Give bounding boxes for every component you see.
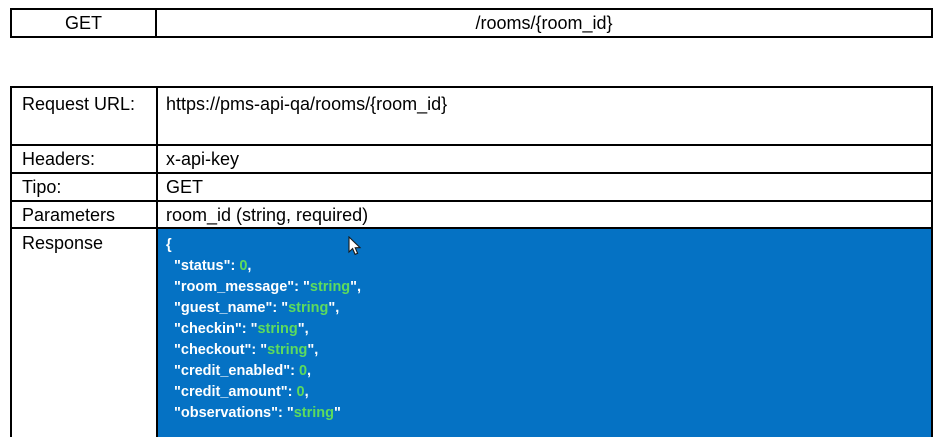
response-label: Response (12, 229, 158, 437)
json-quote: " (297, 321, 305, 337)
json-value: string (267, 342, 308, 358)
parameters-value: room_id (string, required) (158, 202, 931, 227)
tipo-label: Tipo: (12, 174, 158, 200)
json-line: "checkout": "string", (166, 340, 931, 361)
json-value: string (309, 279, 351, 295)
tipo-value: GET (158, 174, 931, 200)
json-key: "status": (174, 258, 240, 274)
json-line: "room_message": "string", (166, 277, 931, 298)
response-json-block[interactable]: {"status": 0,"room_message": "string","g… (158, 229, 931, 437)
table-row: Request URL: https://pms-api-qa/rooms/{r… (12, 88, 931, 146)
json-line: "credit_amount": 0, (166, 382, 931, 403)
json-line: "status": 0, (166, 256, 931, 277)
json-quote: " (260, 342, 268, 358)
json-quote: " (303, 279, 310, 295)
json-key: "checkin": (174, 321, 251, 337)
json-value: 0 (239, 258, 248, 274)
json-comma: , (304, 384, 309, 400)
request-url-label: Request URL: (12, 88, 158, 144)
endpoint-path-cell: /rooms/{room_id} (475, 13, 613, 33)
json-comma: , (314, 342, 319, 358)
json-key: "room_message": (174, 279, 303, 295)
json-value: string (288, 300, 329, 316)
json-quote: " (350, 279, 358, 295)
json-line: "observations": "string" (166, 403, 931, 424)
json-key: "checkout": (174, 342, 261, 358)
table-row: Headers: x-api-key (12, 146, 931, 174)
parameters-label: Parameters (12, 202, 158, 227)
json-line: "checkin": "string", (166, 319, 931, 340)
headers-label: Headers: (12, 146, 158, 172)
json-value: string (257, 321, 298, 337)
json-quote: " (250, 321, 258, 337)
json-quote: " (328, 300, 336, 316)
json-key: "credit_enabled": (174, 363, 299, 379)
json-line: "credit_enabled": 0, (166, 361, 931, 382)
json-value: 0 (298, 363, 308, 379)
json-quote: " (286, 405, 294, 421)
json-quote: " (281, 300, 289, 316)
json-value: string (293, 405, 335, 421)
table-row: Response {"status": 0,"room_message": "s… (12, 229, 931, 437)
json-comma: , (307, 363, 312, 379)
json-key: "credit_amount": (174, 384, 297, 400)
json-comma: , (247, 258, 252, 274)
json-line: { (166, 237, 172, 253)
json-quote: " (307, 342, 315, 358)
json-key: "observations": (174, 405, 287, 421)
json-key: "guest_name": (174, 300, 282, 316)
json-comma: , (304, 321, 309, 337)
json-line: "guest_name": "string", (166, 298, 931, 319)
table-row: Tipo: GET (12, 174, 931, 202)
response-value-cell: {"status": 0,"room_message": "string","g… (158, 229, 931, 437)
json-comma: , (357, 279, 362, 295)
table-row: Parameters room_id (string, required) (12, 202, 931, 229)
json-quote: " (334, 405, 341, 421)
headers-value: x-api-key (158, 146, 931, 172)
endpoint-method-cell: GET (12, 10, 157, 36)
json-value: 0 (296, 384, 305, 400)
request-url-value: https://pms-api-qa/rooms/{room_id} (158, 88, 931, 144)
json-comma: , (335, 300, 340, 316)
endpoint-detail-table: Request URL: https://pms-api-qa/rooms/{r… (10, 86, 933, 437)
endpoint-summary-table: GET /rooms/{room_id} (10, 8, 933, 38)
